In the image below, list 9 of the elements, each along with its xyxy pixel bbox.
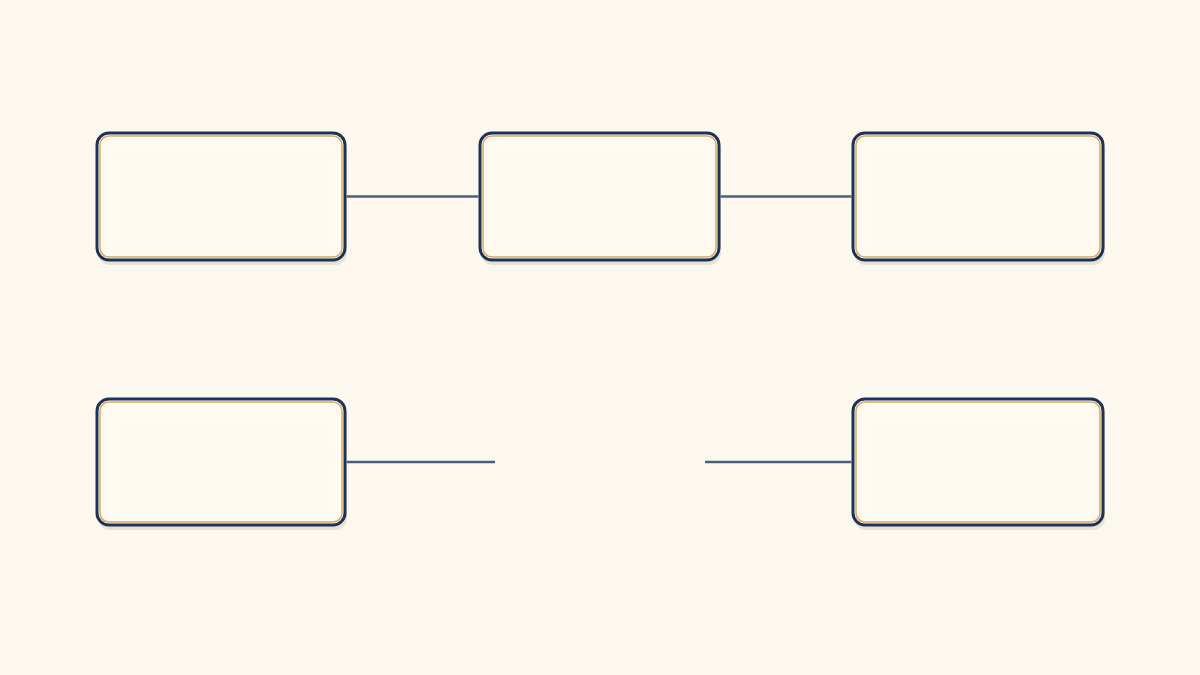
- connector-line: [346, 460, 495, 464]
- rounded-box: [851, 397, 1105, 530]
- connector-line: [720, 195, 852, 198]
- rounded-box: [95, 397, 347, 530]
- rounded-box: [851, 131, 1105, 265]
- connector-line: [705, 460, 852, 464]
- rounded-box: [95, 131, 347, 265]
- connector-line: [346, 195, 479, 198]
- rounded-box: [478, 131, 721, 265]
